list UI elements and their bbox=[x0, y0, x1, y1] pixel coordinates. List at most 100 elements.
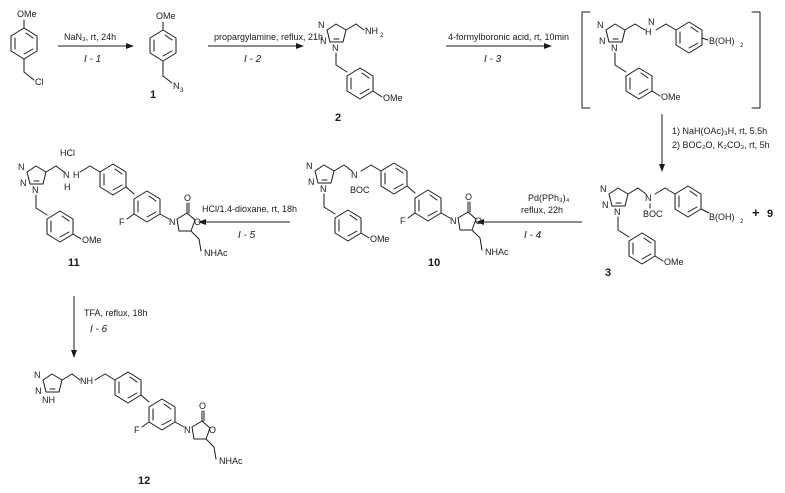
compound-1-label: 1 bbox=[150, 89, 156, 101]
compound-1-structure: OMe N 3 1 bbox=[149, 11, 184, 101]
triazole-n-label: N bbox=[320, 36, 327, 46]
boc-label: BOC bbox=[643, 209, 663, 219]
triazole-n-label: N bbox=[308, 177, 315, 187]
ome-label: OMe bbox=[82, 235, 102, 245]
ome-label: OMe bbox=[17, 9, 37, 19]
step-i5: HCl/1.4-dioxane, rt, 18h I - 5 bbox=[198, 204, 297, 241]
n3-subscript: 3 bbox=[180, 88, 184, 94]
compound-3-label: 3 bbox=[605, 267, 611, 279]
ome-label: OMe bbox=[664, 257, 684, 267]
nhac-label: NHAc bbox=[204, 248, 228, 258]
compound-11-structure: HCl N N N N H H F N O O NHAc bbox=[18, 148, 228, 269]
oxazolidinone-n-label: N bbox=[169, 217, 176, 227]
ring-o-label: O bbox=[209, 425, 216, 435]
step-i1-code: I - 1 bbox=[84, 54, 101, 65]
starting-material-structure: OMe Cl bbox=[10, 9, 44, 87]
triazole-n-label: N bbox=[32, 185, 39, 195]
amine-n-label: N bbox=[63, 170, 70, 180]
compound-10-structure: N N N N BOC F N O O NHAc bbox=[306, 161, 509, 269]
triazole-n-label: N bbox=[599, 36, 606, 46]
triazole-n-label: N bbox=[602, 200, 609, 210]
ome-label: OMe bbox=[661, 92, 681, 102]
ring-o-label: O bbox=[194, 217, 201, 227]
step-i3: 4-formylboronic acid, rt, 10min I - 3 bbox=[446, 32, 569, 65]
amine-n-label: N bbox=[645, 193, 652, 203]
ome-label: OMe bbox=[156, 11, 176, 21]
plus-sign: + bbox=[752, 205, 760, 220]
triazole-nh-label: NH bbox=[42, 395, 55, 405]
oxazolidinone-n-label: N bbox=[450, 216, 457, 226]
nh2-label: NH bbox=[365, 26, 378, 36]
triazole-n-label: N bbox=[611, 43, 618, 53]
compound-9-label: 9 bbox=[767, 208, 773, 220]
compound-10-label: 10 bbox=[428, 257, 440, 269]
nh-label: H bbox=[645, 27, 652, 37]
fluorine-label: F bbox=[134, 425, 140, 435]
amine-nh-label: NH bbox=[80, 376, 93, 386]
step-reduction-line2: 2) BOC₂O, K₂CO₃, rt, 5h bbox=[672, 140, 770, 150]
triazole-n-label: N bbox=[318, 20, 325, 30]
carbonyl-o-label: O bbox=[465, 192, 472, 202]
step-reduction-boc: 1) NaH(OAc)₃H, rt, 5.5h 2) BOC₂O, K₂CO₃,… bbox=[659, 114, 770, 172]
triazole-n-label: N bbox=[320, 184, 327, 194]
n3-label: N bbox=[173, 81, 180, 91]
step-i4-line1: Pd(PPh₃)₄ bbox=[528, 193, 570, 203]
step-i4-code: I - 4 bbox=[524, 230, 542, 241]
boc-label: BOC bbox=[350, 185, 370, 195]
step-i2: propargylamine, reflux, 21h I - 2 bbox=[208, 32, 323, 65]
hcl-label: HCl bbox=[60, 148, 75, 158]
fluorine-label: F bbox=[119, 217, 125, 227]
imine-n-label: N bbox=[648, 17, 655, 27]
amine-n-label: N bbox=[351, 170, 358, 180]
step-i2-reagent: propargylamine, reflux, 21h bbox=[214, 32, 323, 42]
step-i2-code: I - 2 bbox=[244, 54, 262, 65]
nhac-label: NHAc bbox=[219, 456, 243, 466]
triazole-n-label: N bbox=[597, 20, 604, 30]
amine-h-label: H bbox=[73, 170, 80, 180]
step-i3-reagent: 4-formylboronic acid, rt, 10min bbox=[448, 32, 569, 42]
step-i4-line2: reflux, 22h bbox=[521, 205, 563, 215]
compound-2-label: 2 bbox=[335, 112, 341, 124]
step-i5-code: I - 5 bbox=[238, 230, 256, 241]
ome-label: OMe bbox=[383, 93, 403, 103]
oxazolidinone-n-label: N bbox=[184, 425, 191, 435]
triazole-n-label: N bbox=[34, 370, 41, 380]
triazole-n-label: N bbox=[332, 43, 339, 53]
step-i3-code: I - 3 bbox=[484, 54, 502, 65]
triazole-n-label: N bbox=[18, 162, 25, 172]
ome-label: OMe bbox=[370, 234, 390, 244]
compound-12-structure: N N NH NH F N O O NHAc 12 bbox=[34, 370, 243, 487]
nh2-subscript: 2 bbox=[380, 33, 384, 39]
compound-3-structure: N N N N BOC B(OH) 2 OMe 3 bbox=[600, 184, 744, 279]
step-i5-reagent: HCl/1.4-dioxane, rt, 18h bbox=[202, 204, 297, 214]
step-i6-code: I - 6 bbox=[90, 324, 108, 335]
triazole-n-label: N bbox=[20, 178, 27, 188]
amine-h-label: H bbox=[64, 182, 71, 192]
step-i1: NaN₃, rt, 24h I - 1 bbox=[58, 32, 134, 65]
carbonyl-o-label: O bbox=[199, 401, 206, 411]
boronic-acid-subscript: 2 bbox=[740, 43, 744, 49]
compound-2-structure: N N N NH 2 OMe 2 bbox=[318, 20, 403, 124]
boronic-acid-label: B(OH) bbox=[709, 36, 735, 46]
triazole-n-label: N bbox=[614, 207, 621, 217]
step-i4: Pd(PPh₃)₄ reflux, 22h I - 4 bbox=[476, 193, 582, 241]
compound-12-label: 12 bbox=[138, 475, 150, 487]
step-i6: TFA, reflux, 18h I - 6 bbox=[71, 296, 148, 358]
nhac-label: NHAc bbox=[485, 247, 509, 257]
fluorine-label: F bbox=[400, 216, 406, 226]
step-reduction-line1: 1) NaH(OAc)₃H, rt, 5.5h bbox=[672, 126, 767, 136]
step-i6-reagent: TFA, reflux, 18h bbox=[84, 308, 148, 318]
intermediate-structure: N N N H N B(OH) 2 OMe bbox=[581, 11, 761, 109]
triazole-n-label: N bbox=[306, 161, 313, 171]
boronic-acid-label: B(OH) bbox=[709, 212, 735, 222]
triazole-n-label: N bbox=[35, 386, 42, 396]
step-i1-reagent: NaN₃, rt, 24h bbox=[64, 32, 116, 42]
triazole-n-label: N bbox=[600, 184, 607, 194]
compound-11-label: 11 bbox=[68, 257, 80, 269]
cl-label: Cl bbox=[35, 77, 44, 87]
carbonyl-o-label: O bbox=[184, 193, 191, 203]
ring-o-label: O bbox=[475, 216, 482, 226]
boronic-acid-subscript: 2 bbox=[740, 219, 744, 225]
